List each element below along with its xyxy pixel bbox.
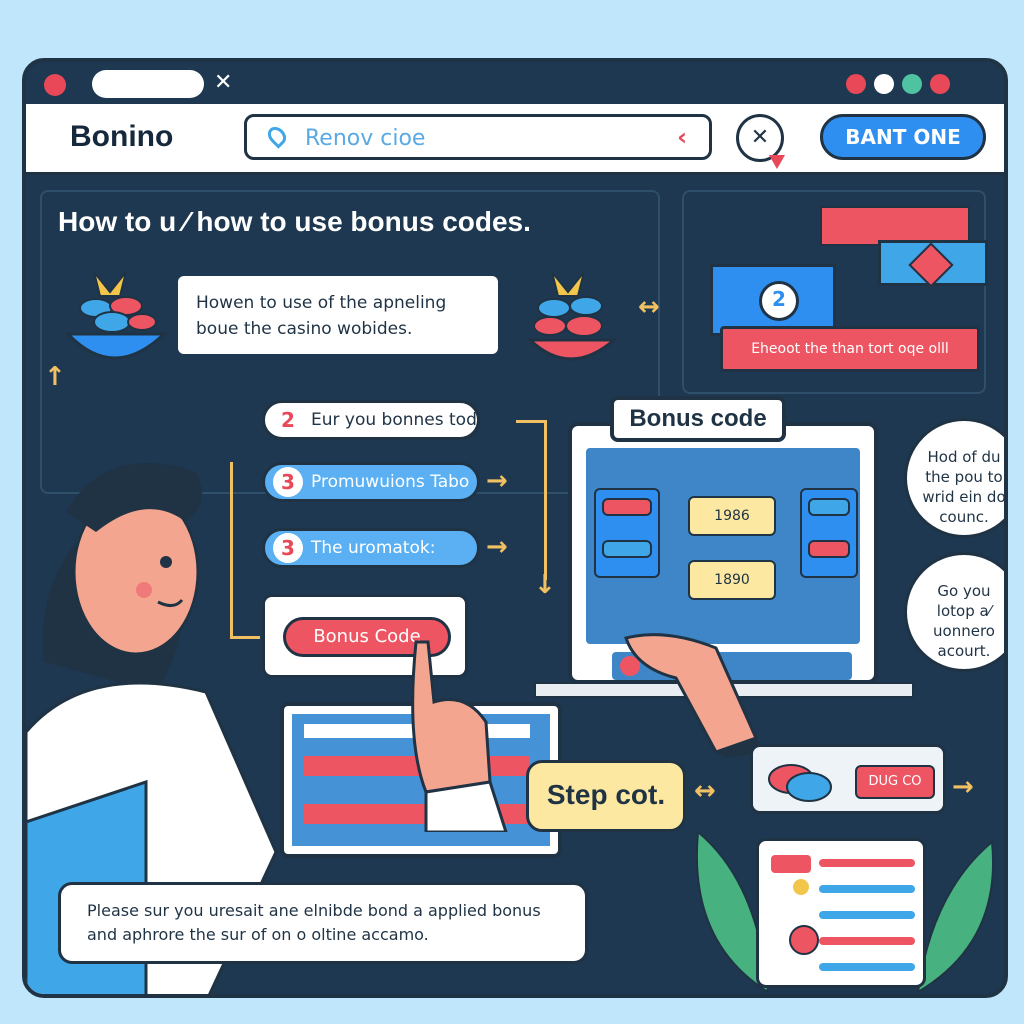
step-item-promotions[interactable]: 3 Promuwuions Tabo [262,462,480,502]
step-number: 3 [273,467,303,497]
pointing-hand-2-icon [411,640,508,832]
gift-chips-bowl-2-icon [526,271,619,361]
browser-tab[interactable] [92,70,204,98]
footer-line-2: and aphrore the sur of on o oltine accam… [87,925,429,944]
connector-line [516,420,546,423]
step-number: 3 [273,533,303,563]
phone-bar [819,859,915,867]
step-item-automatic[interactable]: 3 The uromatok: [262,528,480,568]
window-dot-red-icon[interactable] [846,74,866,94]
arrow-right-icon: → [486,466,508,496]
number-badge-icon: 2 [759,281,799,321]
arrow-up-icon: ↑ [44,362,66,392]
phone-bar [819,885,915,893]
footer-line-1: Please sur you uresait ane elnibde bond … [87,901,541,920]
tab-close-icon[interactable]: ✕ [214,70,233,95]
browser-window: ✕ Bonino ‹ ✕ BANT ONE How to u ⁄ how to … [22,58,1008,998]
promo-banner-bottom[interactable]: Eheoot the than tort oqe olll [720,326,980,372]
bonus-code-card: Bonus Code [262,594,468,678]
window-dot-green-icon[interactable] [902,74,922,94]
casino-chips-icon [768,764,832,802]
mini-panel-right [800,488,858,578]
site-header: Bonino ‹ ✕ BANT ONE [26,104,1004,175]
connector-line [544,420,547,580]
intro-line-1: Howen to use of the apneling [196,293,447,313]
mini-tag [602,540,652,558]
coin-icon [793,879,809,895]
monitor-screen: 1986 1890 [586,448,860,644]
chevron-left-icon[interactable]: ‹ [677,123,687,151]
pointer-tip-icon [769,155,785,169]
location-pin-icon [264,123,290,149]
promo-card-chip[interactable] [878,240,988,288]
phone-chip-icon [789,925,819,955]
search-bar[interactable]: ‹ [244,114,712,160]
gift-chips-bowl-icon [64,271,168,360]
arrow-right-icon: → [952,772,974,802]
speech-bubble-1: Hod of du the pou to wrid ein do counc. [904,418,1004,538]
record-button-icon[interactable] [620,656,640,676]
page-title: How to u ⁄ how to use bonus codes. [58,206,531,237]
phone-bar [819,911,915,919]
phone-bar [819,937,915,945]
arrow-right-icon: → [486,532,508,562]
double-arrow-icon: ↔ [638,292,660,322]
diamond-icon [908,242,954,288]
connector-line [230,462,233,638]
double-arrow-2-icon: ↔ [694,776,716,806]
chip-card-button[interactable]: DUG CO [855,765,935,799]
title-bar: ✕ [26,62,1004,104]
step-number: 2 [273,405,303,435]
step-cot-label: Step cot. [526,760,686,832]
phone-tag [771,855,811,873]
search-input[interactable] [303,122,667,154]
mini-tag [602,498,652,516]
window-dot-red2-icon[interactable] [930,74,950,94]
connector-line [230,636,260,639]
intro-text-card: Howen to use of the apneling boue the ca… [178,276,498,354]
mini-tag [808,498,850,516]
leaf-right-icon [916,840,994,992]
promo-ticket[interactable]: 2 [710,264,836,336]
pointing-hand-icon [624,633,766,758]
coin-value-1: 1986 [688,496,776,536]
chip-card: DUG CO [750,744,946,814]
arrow-down-icon: ↓ [534,570,556,600]
step-label: The uromatok: [311,538,436,558]
monitor-display: 1986 1890 [568,422,878,684]
brand-logo[interactable]: Bonino [70,120,174,153]
intro-line-2: boue the casino wobides. [196,319,413,339]
mini-panel [594,488,660,578]
step-item-2[interactable]: 2 Eur you bonnes tod. [262,400,483,440]
cta-button[interactable]: BANT ONE [820,114,986,160]
speech-bubble-2: Go you lotop a⁄ uonnero acourt. [904,552,1004,672]
mini-tag [808,540,850,558]
close-icon: ✕ [750,125,770,150]
coin-value-2: 1890 [688,560,776,600]
close-dot-icon[interactable] [44,74,66,96]
phone-bar [819,963,915,971]
window-dot-white-icon[interactable] [874,74,894,94]
promo-panel [682,190,986,394]
step-label: Eur you bonnes tod. [311,410,483,430]
step-label: Promuwuions Tabo [311,472,470,492]
phone-display [756,838,926,988]
footer-note: Please sur you uresait ane elnibde bond … [58,882,588,964]
clear-button[interactable]: ✕ [736,114,785,169]
bonus-code-label: Bonus code [610,396,786,442]
